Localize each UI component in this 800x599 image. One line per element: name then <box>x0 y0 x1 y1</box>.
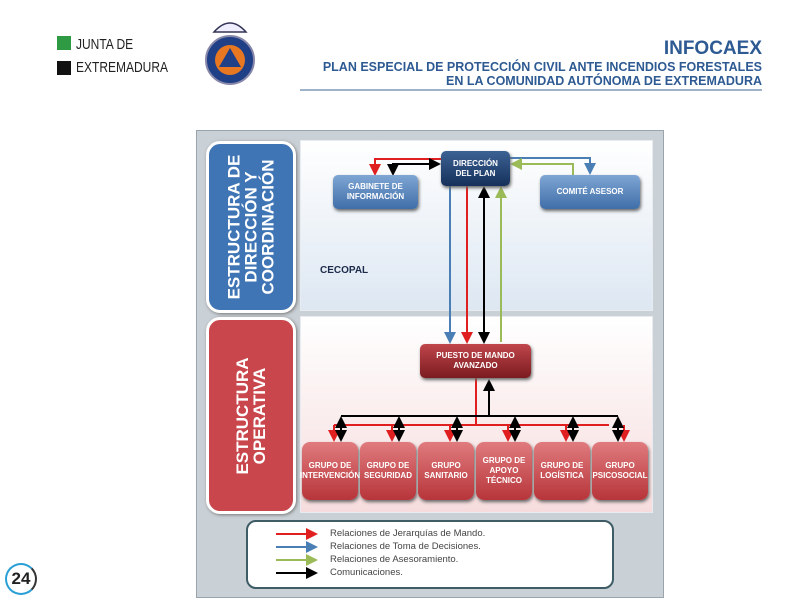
legend-comunicaciones: Comunicaciones. <box>330 567 403 578</box>
box-grupo-logistica: GRUPO DE LOGÍSTICA <box>534 442 590 500</box>
header-divider <box>300 89 762 91</box>
box-gabinete-informacion: GABINETE DE INFORMACIÓN <box>333 175 418 209</box>
logo-text-1: JUNTA DE <box>76 36 134 53</box>
logo-green-square <box>57 36 71 50</box>
proteccion-civil-emblem <box>205 22 255 85</box>
arrow-asesor-direccion <box>510 158 574 175</box>
box-grupo-sanitario: GRUPO SANITARIO <box>418 442 474 500</box>
box-puesto-mando-avanzado: PUESTO DE MANDO AVANZADO <box>420 344 531 378</box>
box-grupo-intervencion: GRUPO DE INTERVENCIÓN <box>300 442 360 500</box>
header-title: INFOCAEX <box>663 38 762 59</box>
legend-arrows <box>276 528 318 579</box>
section-operativa: ESTRUCTURA OPERATIVA <box>206 317 296 514</box>
legend-asesoramiento: Relaciones de Asesoramiento. <box>330 554 459 565</box>
watermark-24-logo: 24 <box>5 563 37 595</box>
box-grupo-seguridad: GRUPO DE SEGURIDAD <box>360 442 416 500</box>
legend-decisiones: Relaciones de Toma de Decisiones. <box>330 541 481 552</box>
cecopal-label: CECOPAL <box>320 265 369 276</box>
header-subtitle-1: PLAN ESPECIAL DE PROTECCIÓN CIVIL ANTE I… <box>322 60 762 74</box>
arrow-decision-comite <box>510 157 596 175</box>
logo-black-square <box>57 61 71 75</box>
header-subtitle-2: EN LA COMUNIDAD AUTÓNOMA DE EXTREMADURA <box>446 74 762 88</box>
logo-text-2: EXTREMADURA <box>76 59 169 76</box>
arrow-mando-gabinete <box>369 158 441 176</box>
section-direccion: ESTRUCTURA DE DIRECCIÓN Y COORDINACIÓN <box>206 141 296 313</box>
legend-mando: Relaciones de Jerarquías de Mando. <box>330 528 486 539</box>
box-direccion-plan: DIRECCIÓN DEL PLAN <box>441 151 510 186</box>
box-grupo-apoyo-tecnico: GRUPO DE APOYO TÉCNICO <box>476 442 532 500</box>
arrow-com-gabinete <box>387 158 441 176</box>
legend: Relaciones de Jerarquías de Mando. Relac… <box>246 520 614 589</box>
box-comite-asesor: COMITÉ ASESOR <box>540 175 640 209</box>
box-grupo-psicosocial: GRUPO PSICOSOCIAL <box>592 442 648 500</box>
